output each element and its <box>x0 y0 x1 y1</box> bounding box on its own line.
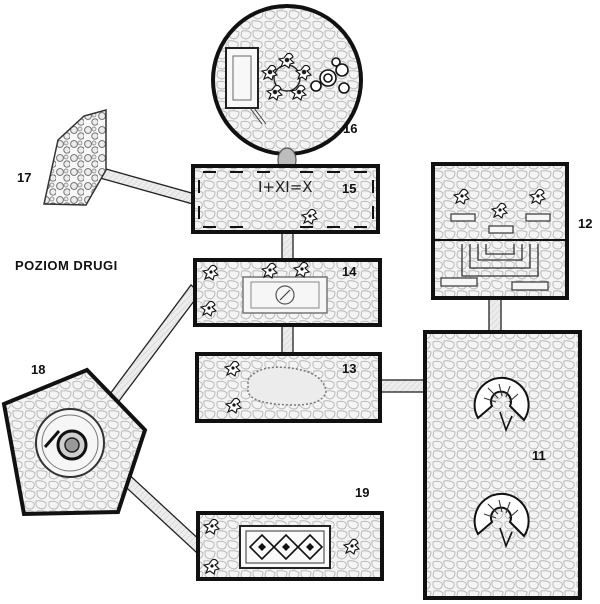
room-13[interactable] <box>195 352 382 423</box>
room-14[interactable] <box>193 258 382 327</box>
fountain-icon <box>473 492 530 549</box>
room-label-13: 13 <box>342 361 356 376</box>
corridor-18-14 <box>106 284 201 406</box>
room-label-19: 19 <box>355 485 369 500</box>
room-label-14: 14 <box>342 264 357 279</box>
rug-icon <box>239 525 331 569</box>
room-label-18: 18 <box>31 362 45 377</box>
room-label-15: 15 <box>342 181 356 196</box>
room-label-11: 11 <box>532 448 546 463</box>
room-16[interactable] <box>211 4 363 173</box>
room-18[interactable] <box>1 367 148 517</box>
level-title: POZIOM DRUGI <box>15 258 118 273</box>
room-15[interactable]: I+XI=X <box>191 164 380 234</box>
room-11[interactable] <box>423 330 582 600</box>
corridor-14-13 <box>281 324 294 354</box>
stairs-icon <box>461 244 539 277</box>
corridor-17-15 <box>98 168 196 205</box>
room-12[interactable] <box>431 162 569 300</box>
corridor-13-11 <box>379 379 427 393</box>
table-icon <box>225 47 259 109</box>
corridor-12-11 <box>488 296 502 334</box>
pit-icon <box>247 366 327 406</box>
room-label-16: 16 <box>343 121 357 136</box>
altar-icon <box>242 276 328 314</box>
corridor-15-14 <box>281 231 294 261</box>
room-19[interactable] <box>196 511 384 581</box>
room-label-17: 17 <box>17 170 31 185</box>
barrels-icon <box>310 57 350 94</box>
puzzle-inscription: I+XI=X <box>258 178 313 196</box>
ritual-circle-icon <box>261 52 312 101</box>
fountain-icon <box>473 376 530 433</box>
room-17[interactable] <box>43 109 107 206</box>
room-label-12: 12 <box>578 216 592 231</box>
